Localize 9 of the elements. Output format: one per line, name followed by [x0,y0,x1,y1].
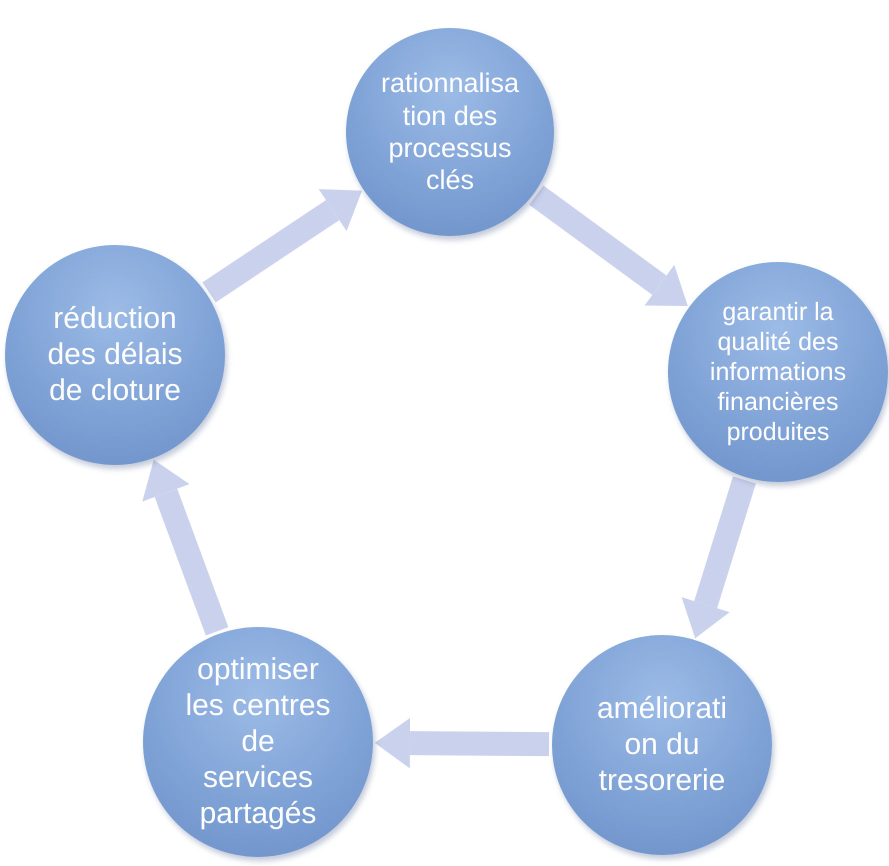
node-text: garantir la qualité des informations financières produites [708,297,848,447]
block-arrow [374,718,550,768]
node-text: réduction des délais de cloture [46,301,184,409]
node-text: optimiser les centres de services partagés [184,652,332,832]
block-arrow [682,476,756,638]
node-text: amélioration du tresorerie [596,691,728,799]
block-arrow [529,186,688,306]
block-arrow [142,460,228,636]
node-text: rationnalisation des processus clés [380,67,520,197]
